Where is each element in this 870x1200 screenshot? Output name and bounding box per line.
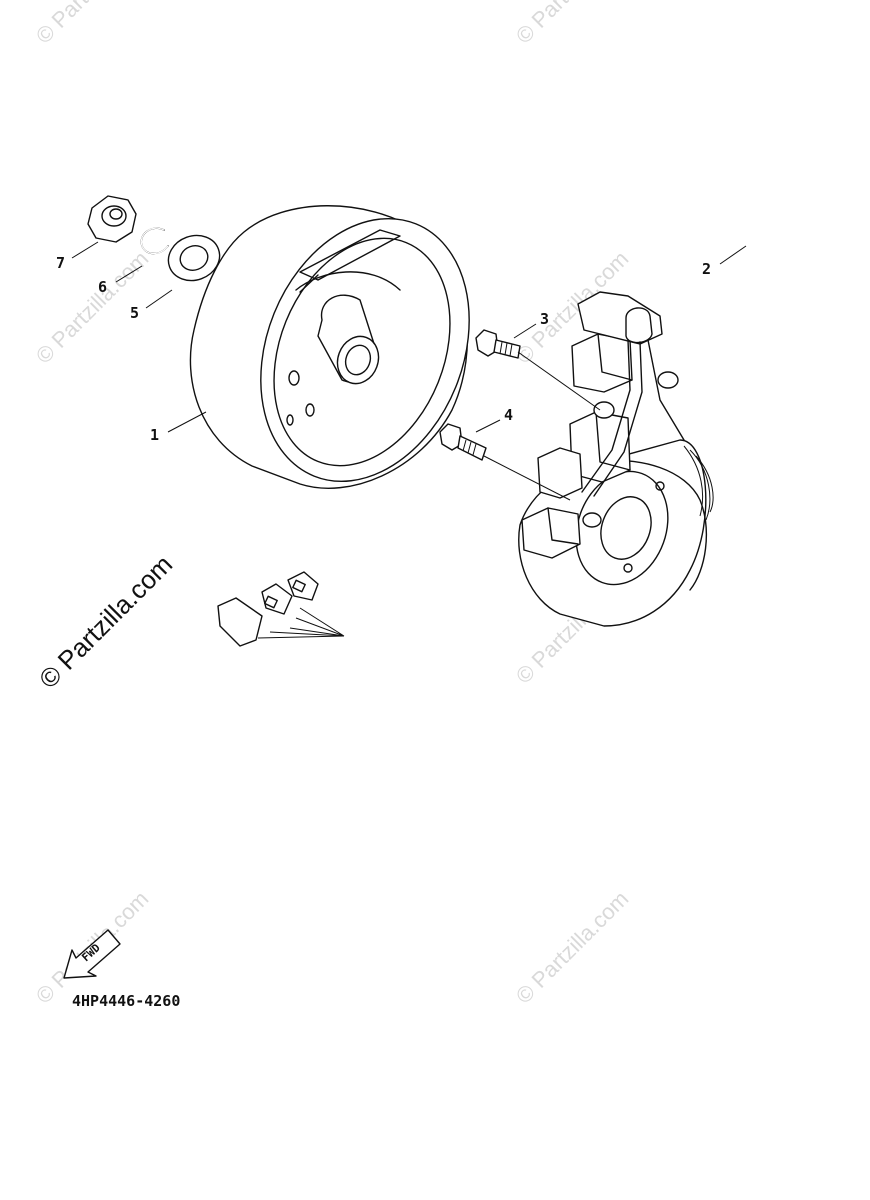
leader-lines — [71, 241, 747, 433]
part-4-screw — [439, 423, 571, 501]
callout-2: 2 — [702, 260, 711, 278]
stator-assembly — [518, 291, 714, 627]
part-2-wire-harness — [217, 191, 774, 810]
part-6-spring-washer — [140, 227, 169, 255]
callout-6: 6 — [98, 278, 107, 296]
part-3-screw — [475, 329, 601, 411]
watermark-dark: © Partzilla.com — [33, 549, 178, 694]
callout-1: 1 — [150, 426, 159, 444]
callout-7: 7 — [56, 254, 65, 272]
callout-3: 3 — [540, 310, 549, 328]
part-code: 4HP4446-4260 — [72, 992, 180, 1010]
part-7-nut — [87, 195, 137, 243]
part-5-plain-washer — [167, 234, 221, 282]
watermark: © Partzilla.com — [31, 0, 154, 49]
watermark: © Partzilla.com — [511, 0, 634, 49]
watermark: © Partzilla.com — [511, 886, 634, 1009]
part-1-flywheel-rotor — [189, 205, 470, 489]
callout-4: 4 — [504, 406, 513, 424]
callout-5: 5 — [130, 304, 139, 322]
